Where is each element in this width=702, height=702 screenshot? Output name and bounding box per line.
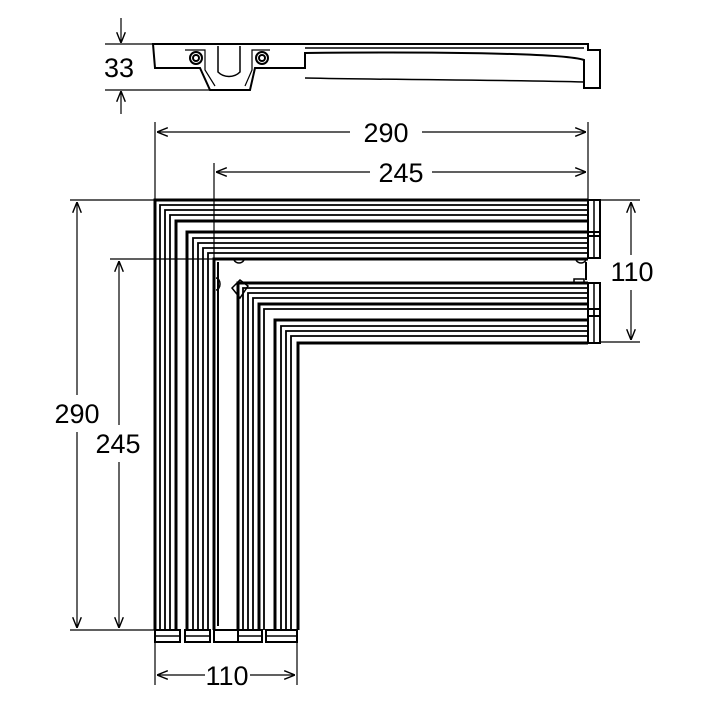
top-dimensions	[154, 122, 589, 265]
profile-line	[296, 341, 588, 630]
profile-line	[242, 287, 588, 630]
height-label: 33	[104, 53, 134, 83]
profile-line	[197, 242, 588, 630]
side-profile-view	[151, 43, 601, 91]
clip-notch	[575, 258, 587, 264]
profile-line	[280, 325, 588, 630]
clip-notch	[215, 277, 221, 291]
profile-line	[257, 302, 588, 630]
clip-slot	[573, 278, 585, 284]
top-outer-width-label: 290	[363, 118, 408, 148]
profile-line	[174, 219, 588, 630]
profile-line	[169, 214, 588, 630]
profile-line	[185, 230, 588, 630]
profile-line	[212, 257, 588, 630]
left-inner-height-label: 245	[95, 429, 140, 459]
corner-connector	[230, 279, 250, 300]
bottom-leg-width-label: 110	[205, 661, 248, 691]
clip-notch	[233, 258, 245, 264]
profile-line	[159, 204, 588, 630]
top-inner-width-label: 245	[378, 158, 423, 188]
profile-line	[247, 292, 588, 630]
profile-line	[192, 237, 588, 630]
right-dimension	[600, 199, 640, 343]
profile-line	[252, 297, 588, 630]
left-dimensions	[70, 199, 214, 631]
bottom-channel-cap	[213, 629, 239, 643]
profile-line	[207, 252, 588, 630]
profile-line	[153, 198, 588, 630]
height-dimension	[105, 18, 210, 114]
bottom-dimension	[154, 642, 298, 685]
right-leg-width-label: 110	[610, 257, 653, 287]
profile-line	[285, 330, 588, 630]
profile-line	[290, 335, 588, 630]
profile-line	[202, 247, 588, 630]
l-shaped-plan-view	[153, 198, 601, 643]
profile-line	[263, 308, 588, 630]
profile-line	[273, 318, 588, 630]
left-outer-height-label: 290	[54, 399, 99, 429]
profile-line	[164, 209, 588, 630]
